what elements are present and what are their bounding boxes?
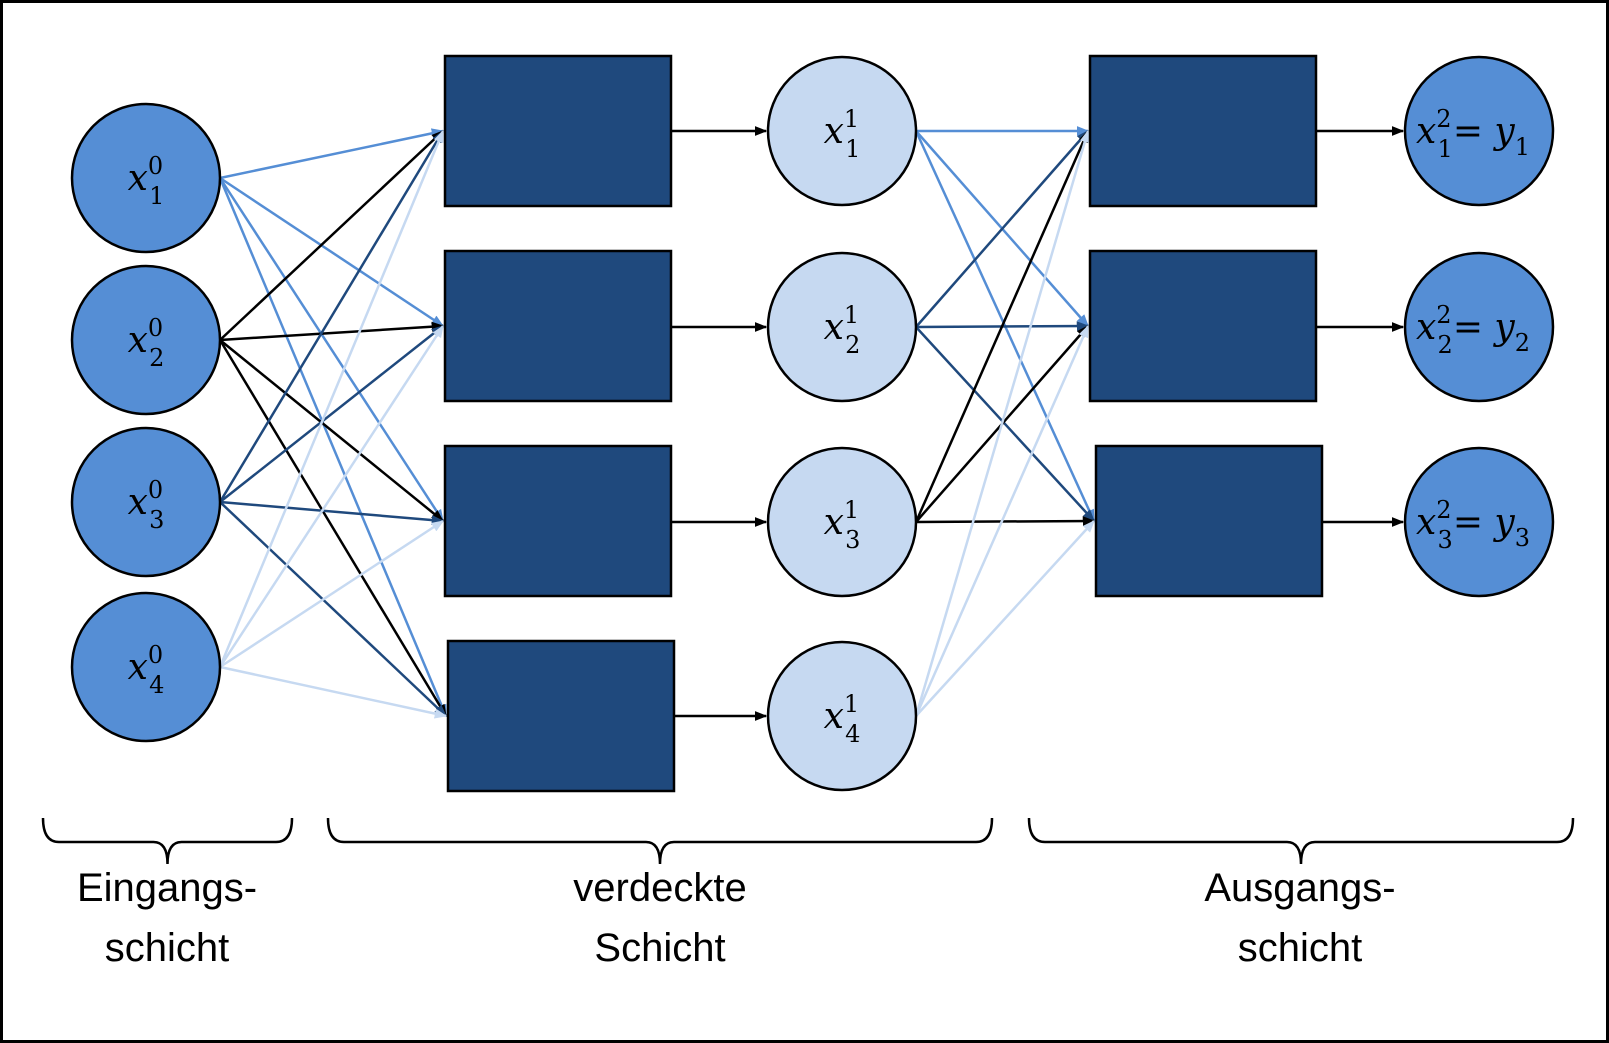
hidden-box-2 (443, 249, 673, 403)
connections (218, 126, 1405, 721)
edge-hidden-3-to-box2-1 (914, 129, 1090, 523)
hidden-box-3 (443, 444, 673, 598)
output-layer-brace (1027, 817, 1575, 865)
hidden-layer-label-line2: Schicht (594, 926, 726, 970)
input-node-1 (70, 102, 222, 254)
edge-input-1-to-box-4 (218, 177, 448, 718)
hidden-layer-label-line1: verdeckte (573, 866, 747, 910)
edge-input-4-to-box-2 (218, 324, 445, 668)
hidden-layer-brace (326, 817, 994, 865)
edge-input-2-to-box-2 (219, 321, 445, 342)
output-box-3 (1094, 444, 1324, 598)
edge-input-3-to-box-2 (219, 325, 444, 503)
output-node-3 (1403, 446, 1555, 598)
edge-input-4-to-box-1 (218, 129, 445, 668)
edge-hidden-4-to-box2-2 (914, 324, 1090, 717)
hidden-layer-label: verdeckte Schicht (490, 858, 830, 978)
edge-input-2-to-box-3 (219, 339, 444, 522)
output-box-2 (1088, 249, 1318, 403)
edge-input-2-to-box-1 (219, 130, 444, 341)
edge-hidden-2-to-box2-3 (915, 326, 1095, 522)
output-node-1 (1403, 55, 1555, 207)
output-layer-label-line2: schicht (1237, 926, 1363, 970)
edge-input-2-to-box-4 (218, 339, 448, 718)
edge-hidden-4-to-box2-1 (914, 129, 1090, 717)
input-node-3 (70, 426, 222, 578)
edge-input-3-to-box-3 (219, 500, 445, 526)
input-layer-label-line2: schicht (104, 926, 230, 970)
output-node-2 (1403, 251, 1555, 403)
edge-input-3-to-box-1 (218, 129, 445, 503)
hidden-node-2 (766, 251, 918, 403)
edge-input-3-to-box-4 (219, 501, 447, 717)
output-box-1 (1088, 54, 1318, 208)
hidden-node-3 (766, 446, 918, 598)
output-layer-label-line1: Ausgangs- (1204, 866, 1396, 910)
edge-input-4-to-box-3 (219, 519, 445, 669)
hidden-node-1 (766, 55, 918, 207)
input-node-2 (70, 264, 222, 416)
edge-input-1-to-box-2 (219, 176, 445, 328)
edge-input-1-to-box-3 (218, 177, 445, 523)
input-layer-label: Eingangs- schicht (0, 858, 337, 978)
edge-hidden-2-to-box2-1 (915, 130, 1089, 328)
output-layer-label: Ausgangs- schicht (1130, 858, 1470, 978)
edge-hidden-4-to-box2-3 (915, 520, 1095, 717)
hidden-node-4 (766, 640, 918, 792)
input-node-4 (70, 591, 222, 743)
edge-input-4-to-box-4 (219, 665, 448, 719)
hidden-box-4 (446, 639, 676, 793)
edge-input-1-to-box-1 (219, 128, 445, 180)
edge-hidden-3-to-box2-3 (915, 516, 1096, 527)
hidden-box-1 (443, 54, 673, 208)
input-layer-label-line1: Eingangs- (76, 866, 258, 910)
input-layer-brace (41, 817, 294, 865)
